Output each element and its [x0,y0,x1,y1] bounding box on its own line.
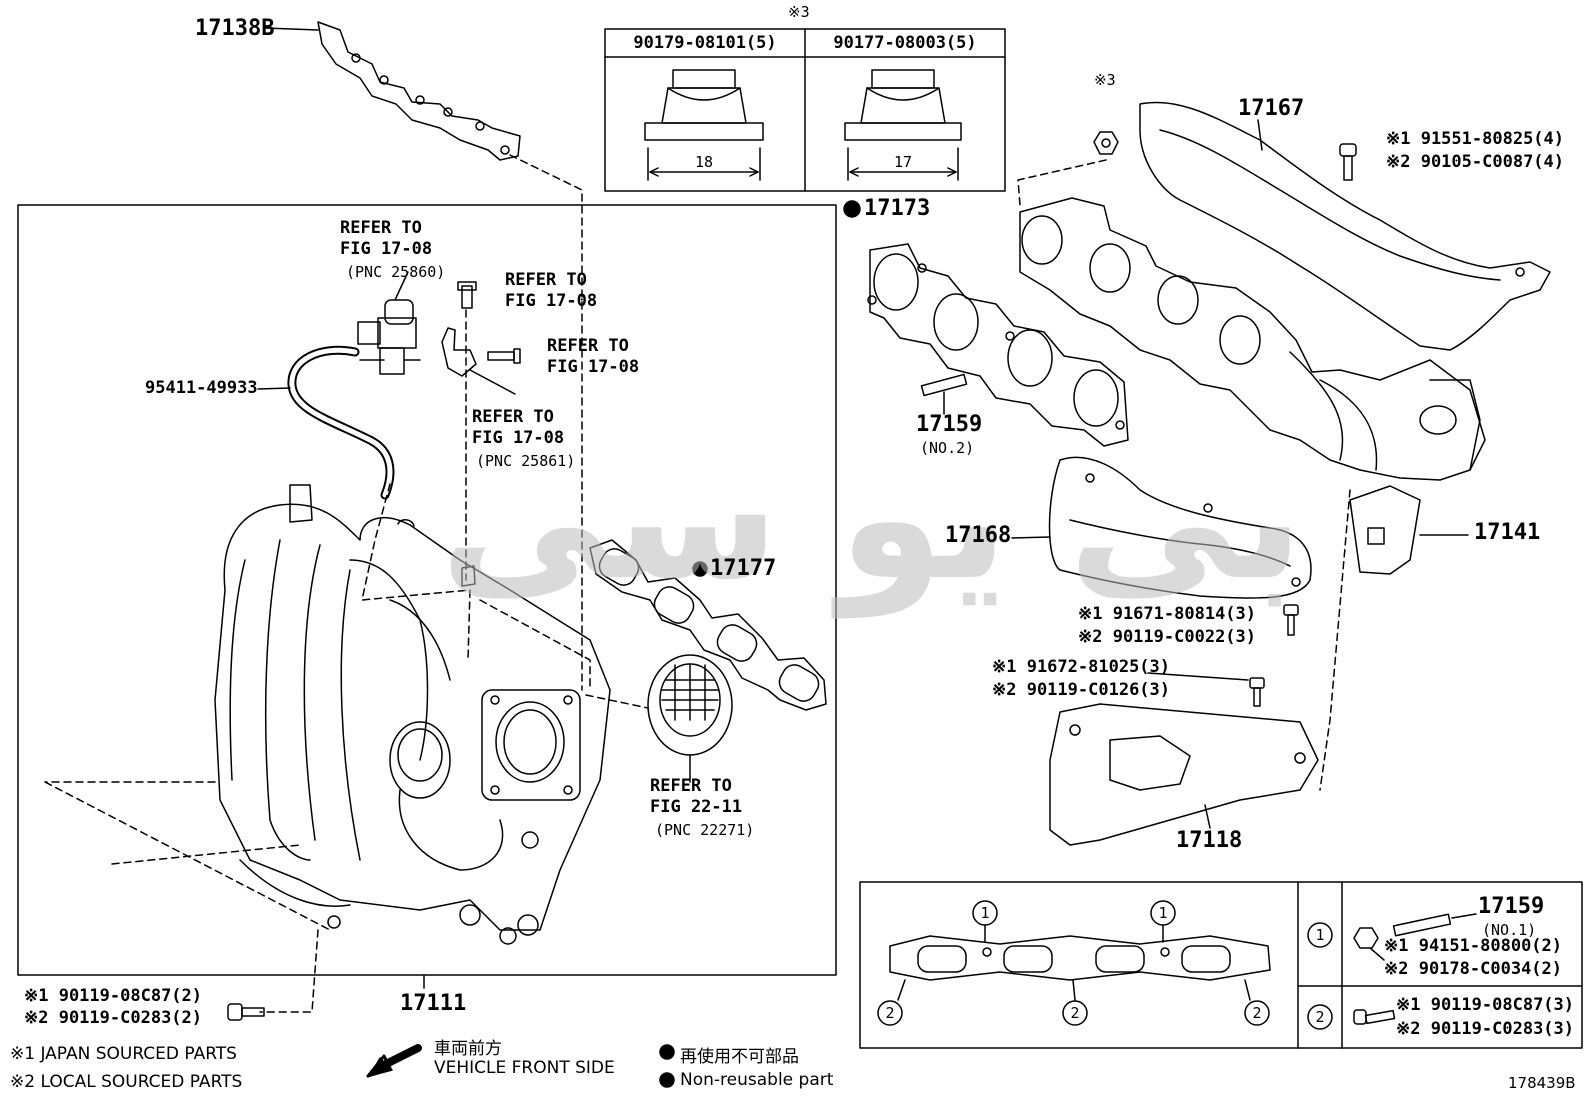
bolt-1-local: ※2 90119-C0283(2) [24,1008,203,1028]
label-17118: 17118 [1176,828,1243,853]
label-17159-no2: 17159 [916,412,983,437]
label-95411: 95411-49933 [145,378,258,398]
label-17138b: 17138B [195,16,275,41]
bolt-1-japan: ※1 90119-08C87(2) [24,986,203,1006]
bracket-17141 [1349,485,1421,575]
nut-table-mark: ※3 [788,3,810,21]
gasket-17177 [589,539,827,711]
refer-2-line1: REFER TO [505,270,587,290]
refer-1-line1: REFER TO [340,218,422,238]
callout-2-a: 2 [885,1004,895,1022]
label-17177: 17177 [710,556,777,581]
label-17173: 17173 [864,196,931,221]
table-17159-sub: (NO.1) [1482,921,1537,939]
refer-5-line1: REFER TO [650,776,732,796]
exhaust-gasket-17173 [867,243,1129,447]
bolt-2-japan: ※1 91551-80825(4) [1386,129,1565,149]
table-bolt-2-japan: ※1 90119-08C87(3) [1396,995,1575,1015]
heat-insulator-17167 [1139,101,1551,351]
table-callout-1: 1 [1315,926,1325,944]
refer-5-line2: FIG 22-11 [650,797,743,817]
front-side-jp: 車両前方 [434,1039,502,1059]
nut-1-width: 18 [694,153,714,171]
intake-manifold-17111 [214,484,611,945]
watermark: بی‌ یو ‌سی [440,420,1304,618]
nut-manifold-mark: ※3 [1094,71,1116,89]
vsv-valve [357,299,421,375]
legend-japan: ※1 JAPAN SOURCED PARTS [10,1044,237,1064]
bolt-2-local: ※2 90105-C0087(4) [1386,152,1565,172]
refer-2-line2: FIG 17-08 [505,291,598,311]
refer-4-line2: FIG 17-08 [472,428,565,448]
nut-2-width: 17 [893,153,913,171]
refer-3-line2: FIG 17-08 [547,357,640,377]
refer-4-line3: (PNC 25861) [476,452,576,470]
figure-number: 178439B [1508,1074,1576,1092]
table-bolt-1-japan: ※1 94151-80800(2) [1384,936,1563,956]
bolt-91672 [1249,677,1265,707]
refer-3-line1: REFER TO [547,336,629,356]
bolt-3-japan: ※1 91671-80814(3) [1078,604,1257,624]
front-side-en: VEHICLE FRONT SIDE [434,1058,615,1078]
label-17159-no2-sub: (NO.2) [920,439,975,457]
callout-2-b: 2 [1070,1004,1080,1022]
label-17167: 17167 [1238,96,1305,121]
table-17159: 17159 [1478,894,1545,919]
bolt-4-local: ※2 90119-C0126(3) [992,680,1171,700]
gasket-table [859,881,1583,1049]
bolt-3-local: ※2 90119-C0022(3) [1078,627,1257,647]
refer-1-line3: (PNC 25860) [346,263,446,281]
bolt-91671 [1283,604,1299,636]
intake-assembly-frame [17,204,837,976]
throttle-gasket [647,654,733,756]
bolt-bottom-left [227,1003,265,1021]
nut-1-part: 90179-08101(5) [633,33,777,53]
refer-5-line3: (PNC 22271) [655,821,755,839]
refer-1-line2: FIG 17-08 [340,239,433,259]
nut-table [604,28,1006,192]
callout-2-c: 2 [1252,1004,1262,1022]
bracket-17138b [317,21,521,161]
nut-17-drawing [844,69,962,181]
label-17141: 17141 [1474,520,1541,545]
nut-18-drawing [644,69,764,181]
callout-1-a: 1 [980,904,990,922]
table-callout-2: 2 [1315,1008,1325,1026]
callout-1-b: 1 [1158,904,1168,922]
refer-4-line1: REFER TO [472,407,554,427]
non-reusable-jp: 再使用不可部品 [680,1047,799,1067]
label-17111: 17111 [400,991,467,1016]
nut-2-part: 90177-08003(5) [833,33,977,53]
exhaust-manifold [1019,197,1486,481]
non-reusable-en: Non-reusable part [680,1070,834,1090]
nut-manifold [1093,131,1119,155]
bracket-17118 [1049,703,1319,846]
vsv-bracket [441,281,521,377]
table-bolt-2-local: ※2 90119-C0283(3) [1396,1019,1575,1039]
stud-17159-no2 [920,373,968,397]
bolt-insulator [1339,143,1357,181]
label-17168: 17168 [945,523,1012,548]
legend-local: ※2 LOCAL SOURCED PARTS [10,1072,243,1092]
table-bolt-1-local: ※2 90178-C0034(2) [1384,959,1563,979]
bolt-4-japan: ※1 91672-81025(3) [992,657,1171,677]
heat-insulator-17168 [1048,456,1312,599]
